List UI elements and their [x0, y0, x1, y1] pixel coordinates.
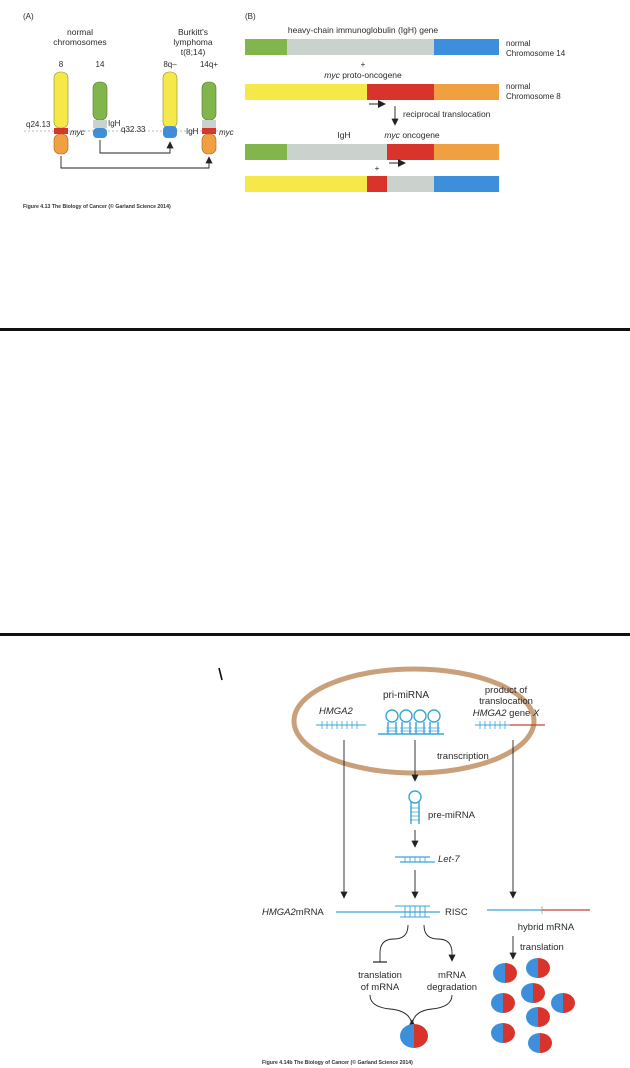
chr-14-label: 14	[96, 60, 105, 69]
panel-b-label: (B)	[245, 12, 256, 21]
brace-left	[369, 994, 413, 1028]
panel-c-caption: Figure 4.14b The Biology of Cancer (© Ga…	[262, 1059, 413, 1066]
normal-14-line2: Chromosome 14	[506, 49, 566, 58]
igh-left-label: IgH	[108, 119, 121, 128]
chromosome-8-bar	[245, 84, 499, 100]
hybrid-mrna	[487, 906, 590, 914]
chr-8q-label: 8q–	[163, 60, 177, 69]
protein-single	[400, 1024, 428, 1048]
pre-mirna-label: pre-miRNA	[428, 810, 476, 821]
pri-mirna-hairpins	[378, 709, 444, 735]
myc-left-label: myc	[70, 128, 85, 137]
igh-label: IgH	[337, 130, 350, 140]
translocation-arrow-8	[60, 156, 213, 169]
pre-mirna-hairpin	[408, 790, 422, 824]
plus-sign-1: +	[361, 60, 366, 69]
myc-onco-label: myc oncogene	[384, 130, 440, 140]
chromosome-8	[53, 71, 69, 155]
igh-gene-label: heavy-chain immunoglobulin (IgH) gene	[288, 25, 439, 35]
nucleus-outline	[291, 666, 537, 776]
translation-of-line1: translation	[358, 970, 402, 981]
plus-sign-2: +	[375, 164, 380, 173]
hmga2-mrna-risc	[336, 905, 440, 918]
risc-label: RISC	[445, 907, 468, 918]
burkitt-heading-3: t(8;14)	[181, 47, 206, 57]
let7-duplex	[395, 856, 435, 863]
translation-right-label: translation	[520, 942, 564, 953]
chromosome-14-bar	[245, 39, 499, 55]
mrna-degradation-line2: degradation	[427, 982, 477, 993]
transcription-label: transcription	[437, 751, 489, 762]
mrna-degradation-line1: mRNA	[438, 970, 467, 981]
translocation-arrow-14	[99, 140, 174, 154]
chromosome-14q	[201, 81, 217, 155]
divider-bottom	[0, 633, 630, 636]
inhibition-branch	[379, 924, 409, 962]
band-q24-label: q24.13	[26, 120, 51, 129]
normal-heading-1: normal	[67, 27, 93, 37]
let7-label: Let-7	[438, 854, 460, 865]
hmga2-gene-x-label: HMGA2 gene X	[473, 708, 540, 719]
hybrid-mrna-label: hybrid mRNA	[518, 922, 575, 933]
reciprocal-label: reciprocal translocation	[403, 109, 491, 119]
panel-a-label: (A)	[23, 12, 34, 21]
chromosome-14q-bar	[245, 144, 499, 160]
hmga2-left-label: HMGA2	[319, 706, 354, 717]
divider-top	[0, 328, 630, 331]
igh-right-label: IgH	[186, 127, 199, 136]
hmga2-mrna-label: HMGA2mRNA	[262, 907, 324, 918]
myc-right-label: myc	[219, 128, 234, 137]
product-line1: product of	[485, 685, 528, 696]
band-q32-label: q32.33	[121, 125, 146, 134]
chromosome-14	[92, 81, 108, 138]
burkitt-heading-1: Burkitt's	[178, 27, 208, 37]
chr-14q-label: 14q+	[200, 60, 218, 69]
product-line2: translocation	[479, 696, 533, 707]
normal-8-line2: Chromosome 8	[506, 92, 561, 101]
hmga2-gene-ticks	[316, 721, 366, 729]
normal-14-line1: normal	[506, 39, 531, 48]
stray-mark	[218, 667, 223, 681]
translation-of-line2: of mRNA	[361, 982, 400, 993]
degradation-branch	[423, 924, 456, 962]
normal-8-line1: normal	[506, 82, 531, 91]
chromosome-8q	[162, 71, 178, 138]
myc-proto-label: myc proto-oncogene	[324, 70, 402, 80]
panel-b: (B) heavy-chain immunoglobulin (IgH) gen…	[245, 12, 566, 192]
translocation-gene	[475, 721, 545, 729]
panel-c: pri-miRNA product of translocation HMGA2…	[218, 666, 590, 1066]
chr-8-label: 8	[59, 60, 64, 69]
panel-a: (A) normal chromosomes Burkitt's lymphom…	[23, 12, 234, 210]
chromosome-8q-bar	[245, 176, 499, 192]
pri-mirna-label: pri-miRNA	[383, 690, 429, 701]
normal-heading-2: chromosomes	[53, 37, 106, 47]
protein-cluster	[491, 958, 575, 1053]
brace-right	[408, 994, 453, 1028]
burkitt-heading-2: lymphoma	[173, 37, 212, 47]
panel-a-caption: Figure 4.13 The Biology of Cancer (© Gar…	[23, 203, 171, 210]
